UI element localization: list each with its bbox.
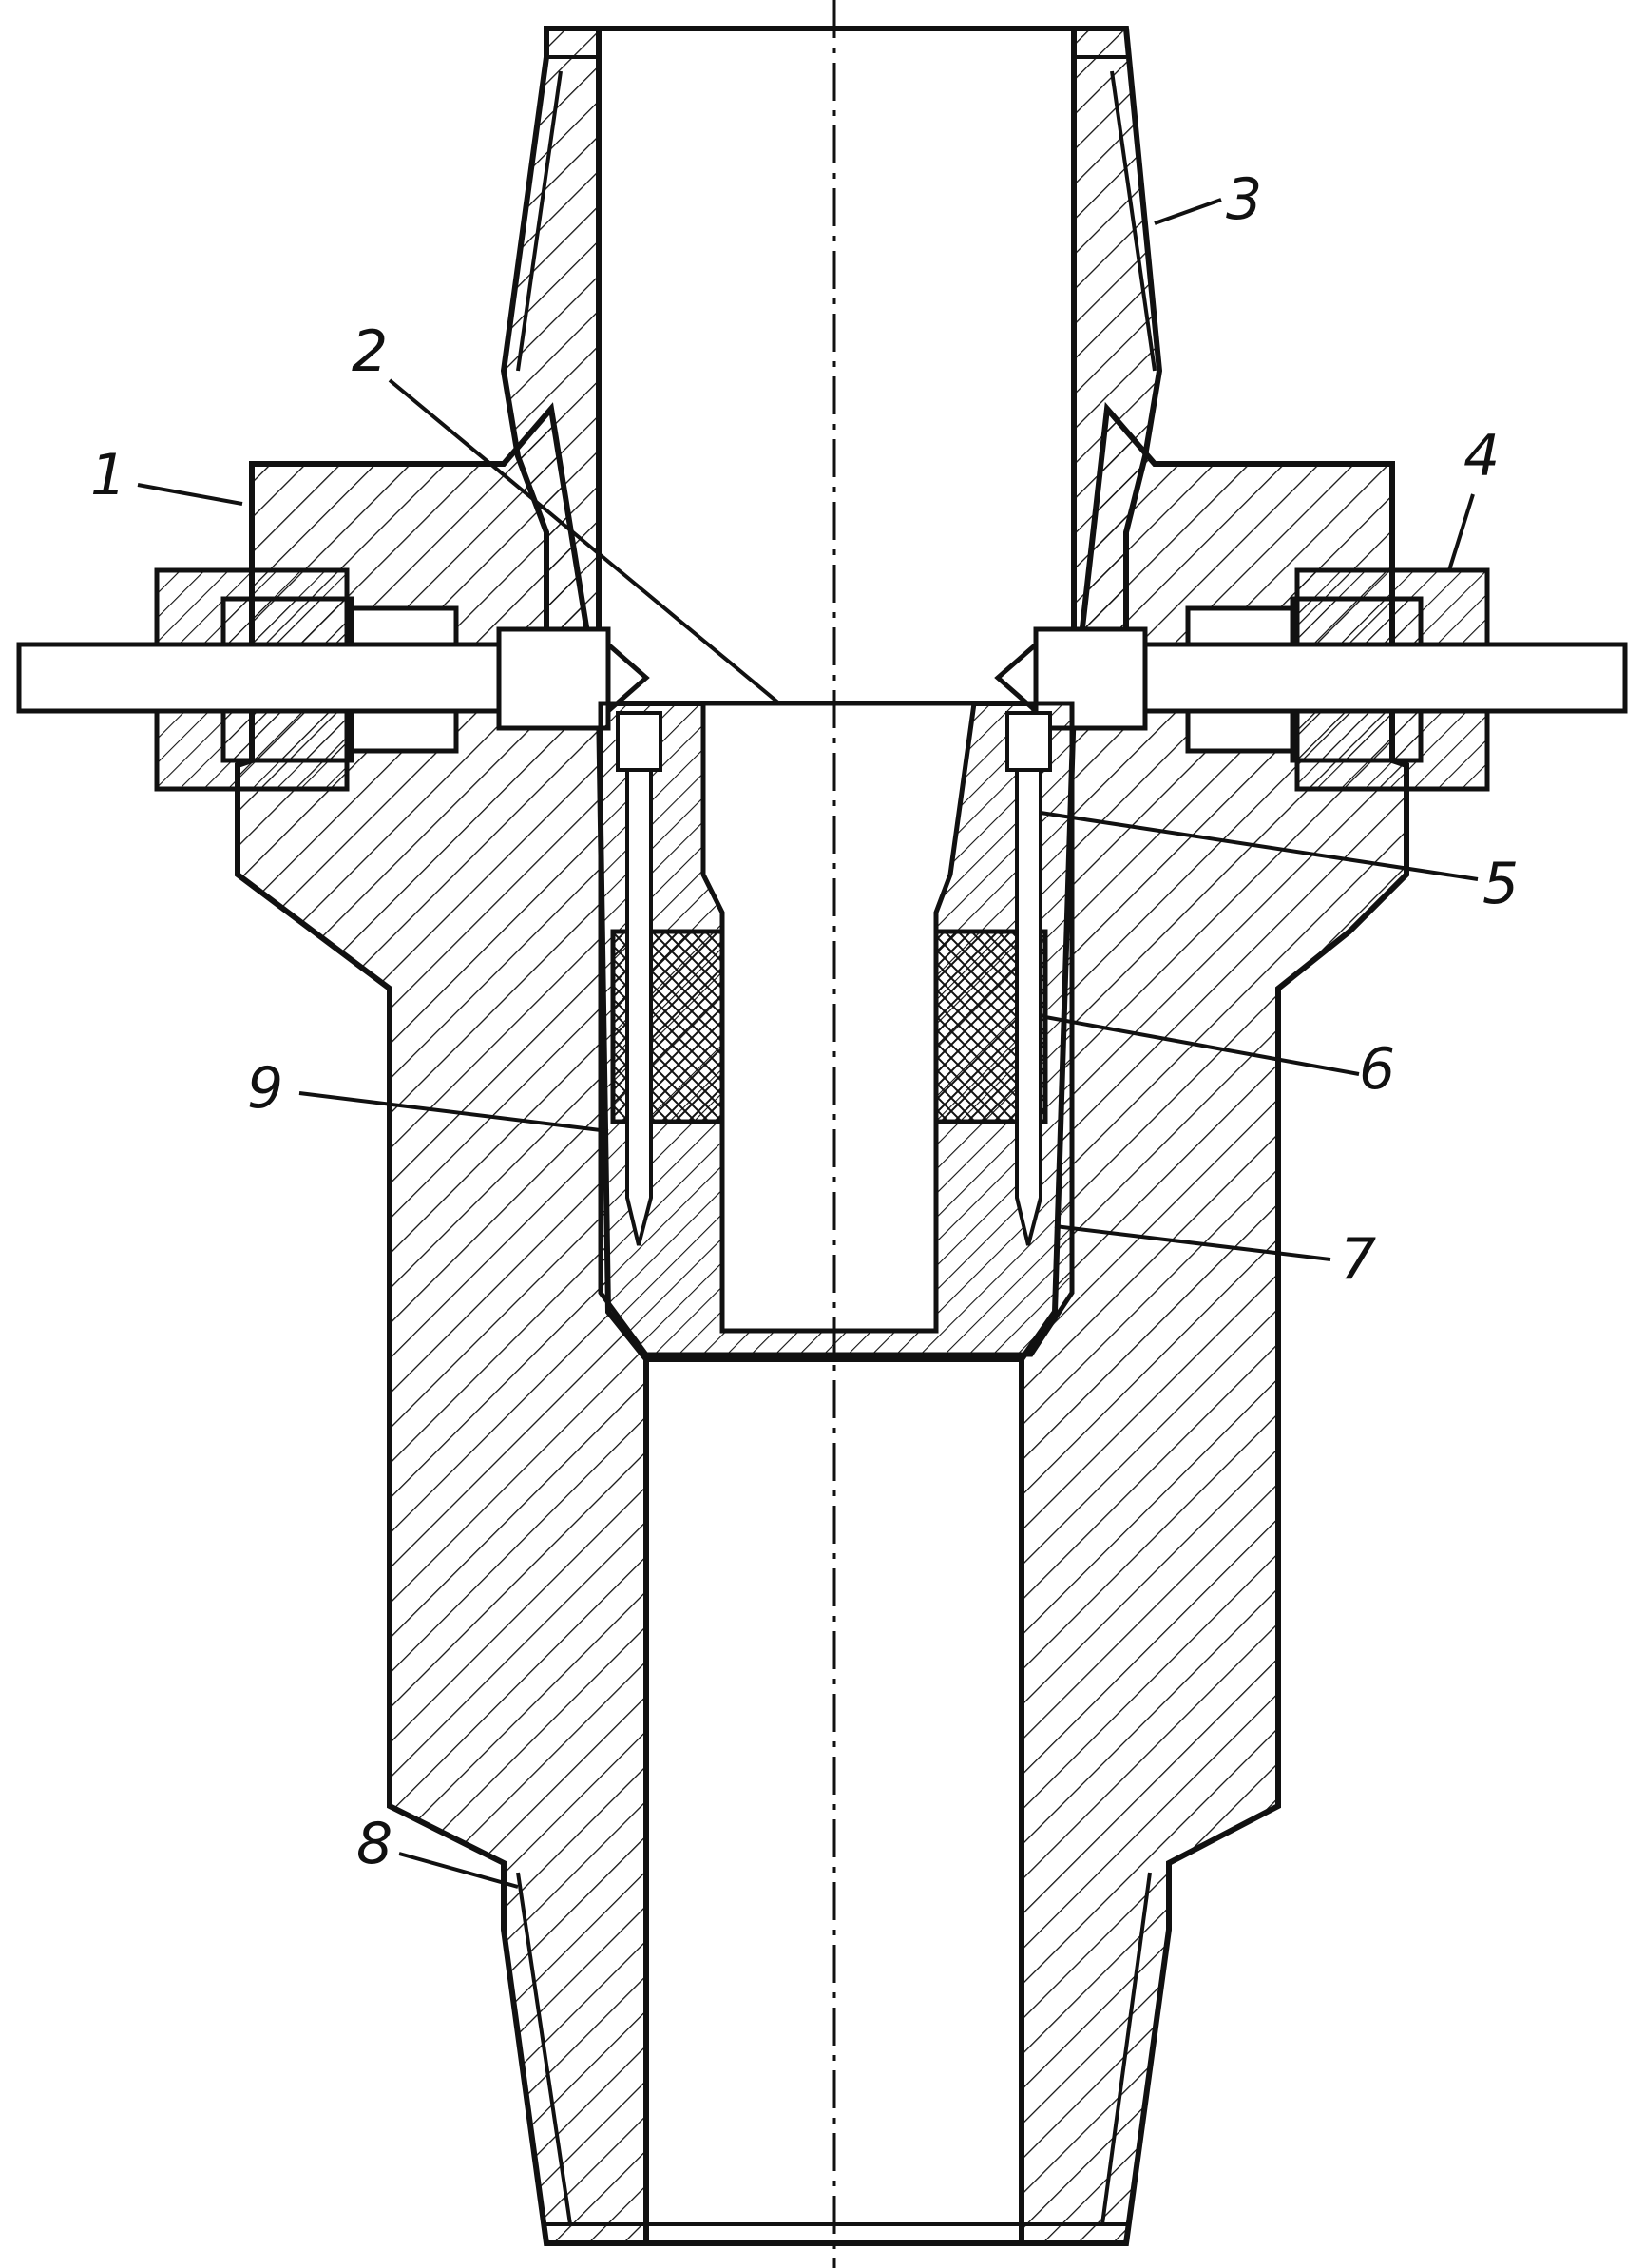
upper-thread-taper bbox=[516, 55, 1157, 372]
callout-3: 3 bbox=[1226, 166, 1262, 233]
callout-6: 6 bbox=[1359, 1036, 1395, 1103]
callout-5: 5 bbox=[1482, 851, 1519, 917]
right-bolt-assembly bbox=[994, 567, 1628, 792]
lower-bore bbox=[643, 1356, 1024, 2246]
callout-4: 4 bbox=[1463, 423, 1500, 490]
leader-lines bbox=[137, 198, 1479, 1889]
lower-thread-part-8 bbox=[516, 1872, 1152, 2226]
callout-2: 2 bbox=[352, 318, 388, 385]
left-bolt-assembly-part-4 bbox=[16, 567, 650, 792]
callout-9: 9 bbox=[247, 1055, 283, 1122]
callout-labels: 1 2 3 4 5 6 7 8 9 bbox=[90, 166, 1519, 1877]
hanger-part-9 bbox=[598, 701, 1075, 1357]
callout-7: 7 bbox=[1340, 1226, 1376, 1293]
upper-bore bbox=[596, 26, 1077, 706]
callout-1: 1 bbox=[90, 442, 126, 509]
flange-body-part-1 bbox=[235, 401, 1409, 2246]
callout-8: 8 bbox=[356, 1811, 392, 1877]
pins-part-5-7 bbox=[616, 711, 1052, 1246]
